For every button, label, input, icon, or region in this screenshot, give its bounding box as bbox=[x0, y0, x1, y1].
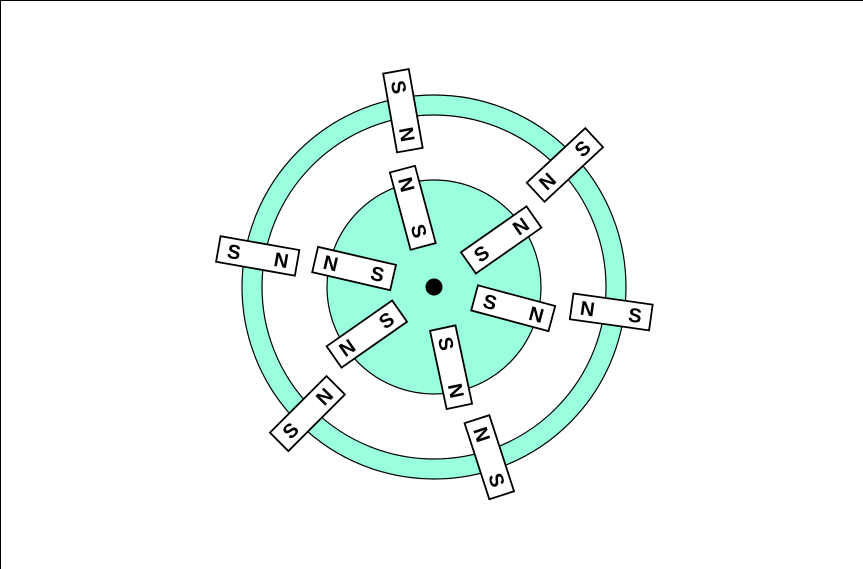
magnet-inner-pole-label: N bbox=[579, 298, 596, 322]
center-axle-dot bbox=[426, 279, 442, 295]
